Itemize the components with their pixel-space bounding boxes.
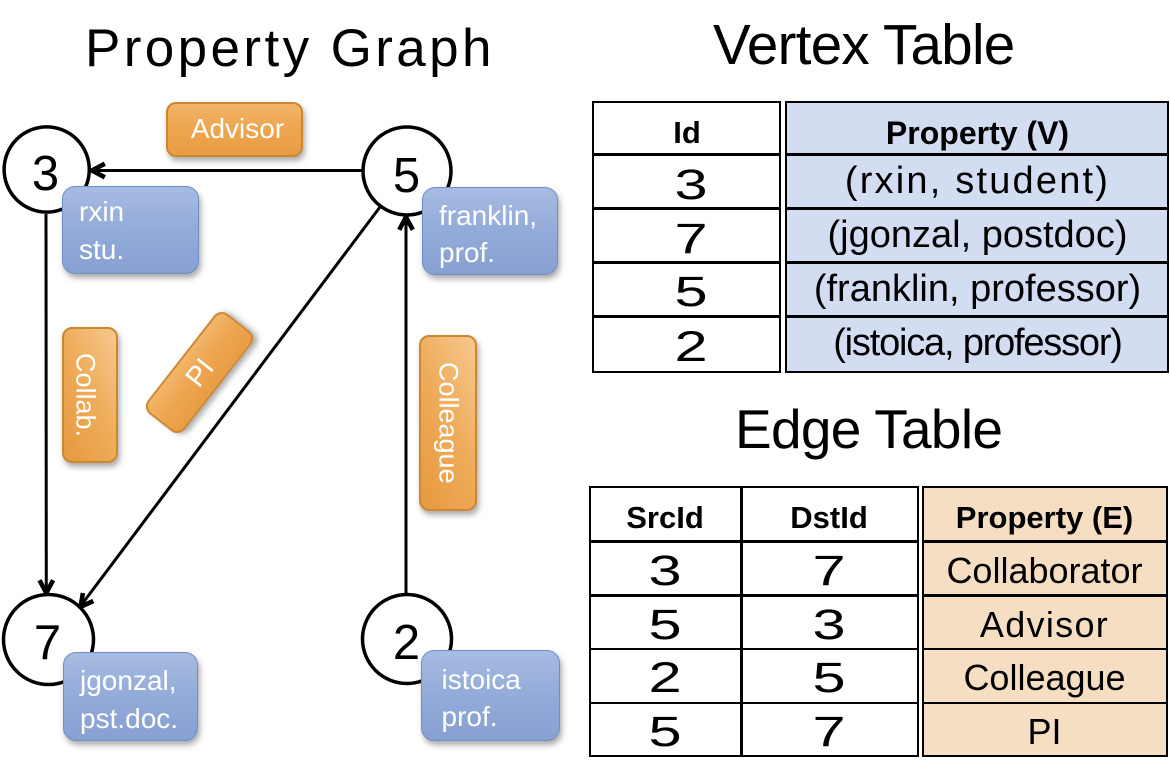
svg-text:3: 3 (32, 147, 59, 201)
svg-text:7: 7 (34, 616, 61, 670)
svg-text:2: 2 (393, 616, 420, 670)
svg-text:5: 5 (393, 149, 420, 203)
